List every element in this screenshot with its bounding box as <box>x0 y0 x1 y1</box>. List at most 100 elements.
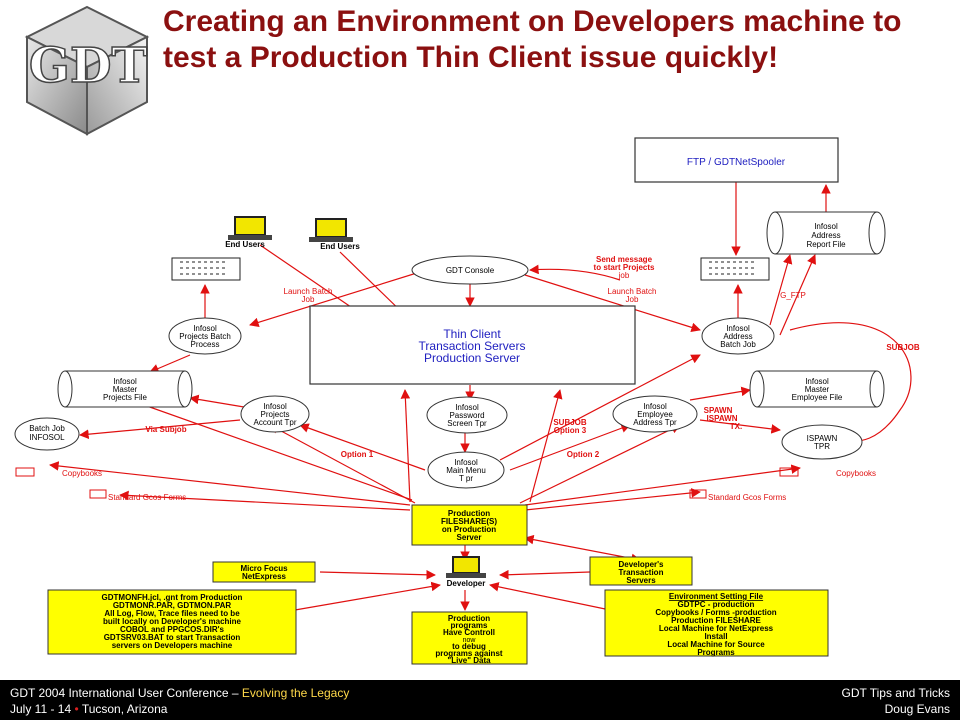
svg-text:ISPAWN: ISPAWN <box>707 414 738 423</box>
arrow-spawn <box>699 419 781 434</box>
monitor-icon <box>315 218 347 238</box>
svg-text:servers on Developers machine: servers on Developers machine <box>112 641 233 650</box>
gdt-console <box>411 255 529 285</box>
gdtmonfh-notes-box <box>47 589 297 655</box>
svg-text:Employee: Employee <box>637 410 673 419</box>
arrow-send-message <box>529 264 621 281</box>
svg-text:GDTMONR.PAR, GDTMON.PAR: GDTMONR.PAR, GDTMON.PAR <box>113 601 232 610</box>
svg-text:Option 3: Option 3 <box>554 426 587 435</box>
std-forms-right-label: Standard Gcos Forms <box>708 493 786 502</box>
svg-text:Local Machine for NetExpress: Local Machine for NetExpress <box>659 624 774 633</box>
svg-text:Infosol: Infosol <box>814 222 838 231</box>
copybooks-right-icon <box>779 467 799 477</box>
svg-text:Master: Master <box>805 385 830 394</box>
svg-text:NetExpress: NetExpress <box>242 572 287 581</box>
send-message-label: Send message <box>596 255 653 264</box>
svg-text:Have Controll: Have Controll <box>443 628 495 637</box>
printer-icon-right <box>700 257 770 281</box>
arrow-copybooks-right <box>524 464 801 506</box>
svg-text:Process: Process <box>191 340 220 349</box>
svg-text:Infosol: Infosol <box>643 402 667 411</box>
svg-text:TX.: TX. <box>730 422 742 431</box>
svg-text:Transaction: Transaction <box>619 568 664 577</box>
arrow-forms-right <box>524 488 701 511</box>
svg-text:Production Server: Production Server <box>424 351 520 365</box>
arrow-account-to-master <box>189 394 251 409</box>
std-forms-left-icon <box>89 489 107 499</box>
launch-batch-right-label: Launch Batch <box>608 287 657 296</box>
logo-text: GDT <box>29 38 148 94</box>
svg-text:T pr: T pr <box>459 474 473 483</box>
svg-text:COBOL and PPGCOS.DIR's: COBOL and PPGCOS.DIR's <box>120 625 225 634</box>
printer-icon-left <box>171 257 241 281</box>
svg-text:Infosol: Infosol <box>193 324 217 333</box>
main-menu-tpr <box>427 451 505 489</box>
svg-text:Production: Production <box>448 509 490 518</box>
svg-text:Programs: Programs <box>697 648 735 657</box>
svg-text:Screen Tpr: Screen Tpr <box>447 419 487 428</box>
conference-dates: July 11 - 14 <box>10 702 72 716</box>
footer-right: GDT Tips and Tricks Doug Evans <box>842 685 950 717</box>
svg-text:Local Machine for Source: Local Machine for Source <box>667 640 765 649</box>
std-forms-left-label: Standard Gcos Forms <box>108 493 186 502</box>
svg-text:GDTSRV03.BAT to start Transact: GDTSRV03.BAT to start Transaction <box>104 633 241 642</box>
production-programs-box <box>411 611 528 665</box>
svg-text:Production: Production <box>448 614 490 623</box>
svg-text:job: job <box>618 271 630 280</box>
arrow-fs-devservers <box>524 534 641 564</box>
svg-text:GDT Console: GDT Console <box>446 266 495 275</box>
svg-text:Job: Job <box>302 295 315 304</box>
address-batch-job <box>701 317 775 355</box>
option2-label: Option 2 <box>567 450 600 459</box>
svg-text:Batch Job: Batch Job <box>720 340 756 349</box>
svg-text:Employee File: Employee File <box>792 393 843 402</box>
arrow-menu-to-employee <box>509 423 631 471</box>
gdt-cube-logo: GDT <box>24 5 150 136</box>
employee-master-file: Infosol Master Employee File <box>749 370 885 408</box>
svg-text:Infosol: Infosol <box>455 403 479 412</box>
svg-text:"Live" Data: "Live" Data <box>447 656 491 665</box>
svg-text:Thin Client: Thin Client <box>443 327 501 341</box>
monitor-icon <box>234 216 266 236</box>
svg-text:End Users: End Users <box>225 240 265 249</box>
svg-text:Install: Install <box>704 632 727 641</box>
svg-text:Main Menu: Main Menu <box>446 466 486 475</box>
svg-text:Projects: Projects <box>261 410 290 419</box>
arrow-fs-to-tc <box>400 389 411 503</box>
copybooks-left-icon <box>15 467 35 477</box>
env-setting-file-box <box>604 589 829 657</box>
option1-label: Option 1 <box>341 450 374 459</box>
copybooks-right-label: Copybooks <box>836 469 876 478</box>
arrow-fs-to-account <box>269 424 416 504</box>
svg-text:TPR: TPR <box>814 442 830 451</box>
svg-text:to debug: to debug <box>452 642 486 651</box>
arrow-via-subjob <box>79 419 241 439</box>
arrow-fs-to-tc-right <box>529 389 563 503</box>
svg-text:built locally on Developer's m: built locally on Developer's machine <box>103 617 241 626</box>
svg-text:on Production: on Production <box>442 525 496 534</box>
ftp-box <box>634 137 839 183</box>
arrow-menu-to-account <box>299 423 426 471</box>
svg-text:Report File: Report File <box>806 240 846 249</box>
conference-location: Tucson, Arizona <box>81 702 168 716</box>
svg-text:Projects Batch: Projects Batch <box>179 332 231 341</box>
g-ftp-label: G_FTP <box>780 291 806 300</box>
svg-text:to start Projects: to start Projects <box>594 263 655 272</box>
ftp-label: FTP / GDTNetSpooler <box>687 157 786 168</box>
arrow-devservers-to-dev <box>499 569 591 580</box>
svg-text:INFOSOL: INFOSOL <box>29 433 65 442</box>
svg-text:Address Tpr: Address Tpr <box>633 418 677 427</box>
end-users-right: End Users <box>309 218 360 251</box>
svg-text:GDTPC - production: GDTPC - production <box>678 600 755 609</box>
svg-text:Infosol: Infosol <box>263 402 287 411</box>
copybooks-left-label: Copybooks <box>62 469 102 478</box>
svg-text:Micro Focus: Micro Focus <box>240 564 288 573</box>
thin-client-box <box>309 305 636 385</box>
conference-name: GDT 2004 International User Conference – <box>10 686 239 700</box>
std-forms-right-icon <box>689 489 707 499</box>
svg-text:Production FILESHARE: Production FILESHARE <box>671 616 761 625</box>
svg-text:Infosol: Infosol <box>113 377 137 386</box>
page-title: Creating an Environment on Developers ma… <box>163 5 902 74</box>
arrow-subjob-opt3 <box>499 354 701 461</box>
arrow-forms-left <box>119 490 411 511</box>
